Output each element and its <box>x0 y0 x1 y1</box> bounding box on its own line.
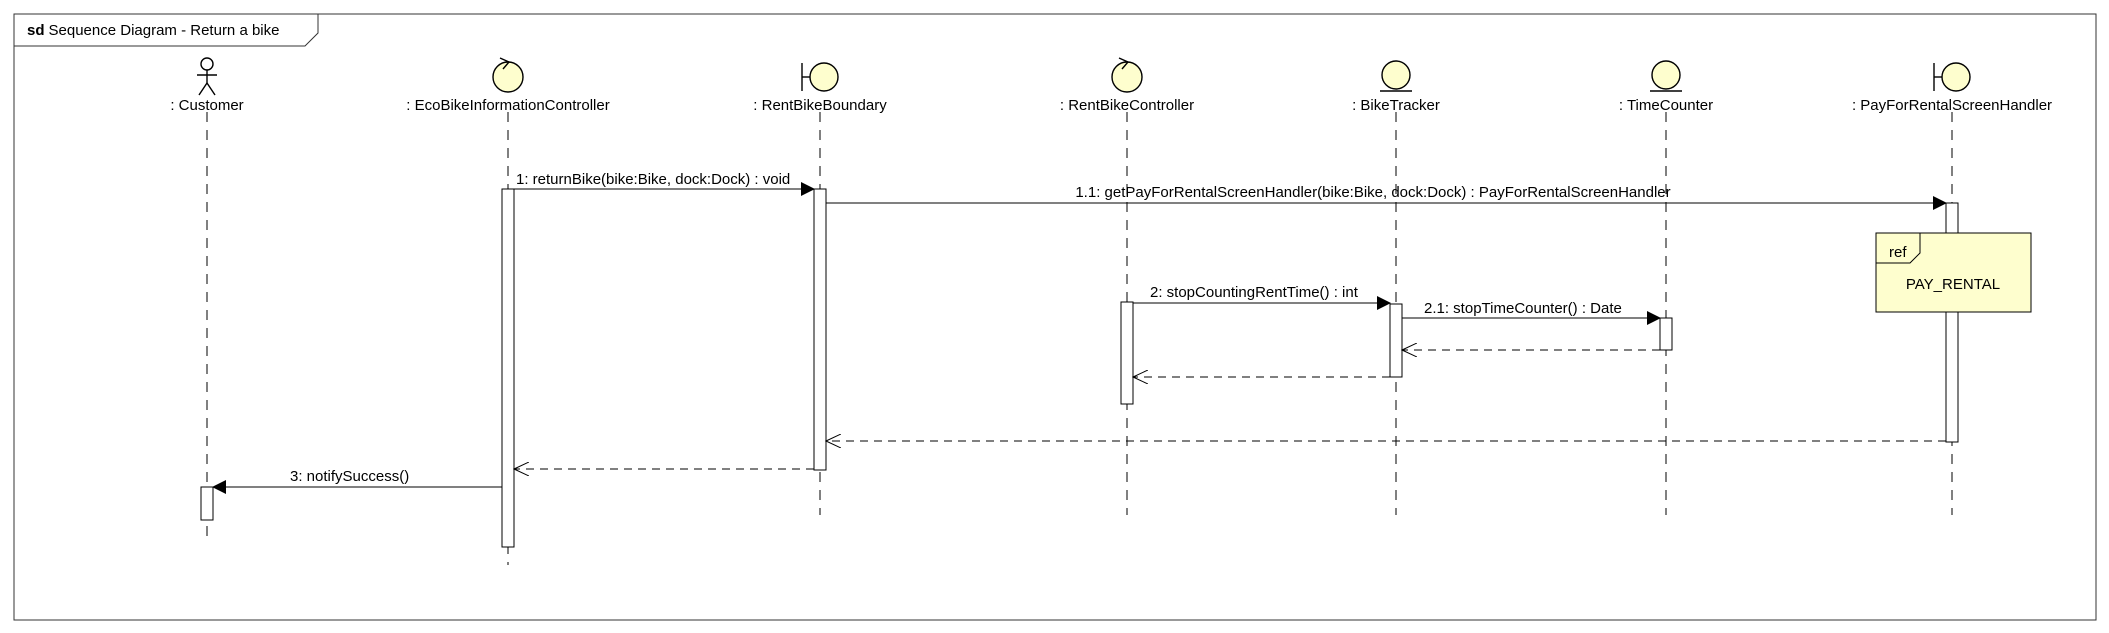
lifeline-label-rentcontroller: : RentBikeController <box>1060 97 1194 114</box>
entity-icon <box>1650 60 1682 92</box>
activation-timecounter <box>1659 317 1673 351</box>
entity-icon <box>1380 60 1412 92</box>
activation-ecobike <box>501 188 515 548</box>
message-label: 3: notifySuccess() <box>290 468 409 485</box>
lifeline-label-customer: : Customer <box>170 97 243 114</box>
activation-customer <box>200 486 214 521</box>
message-label: 2.1: stopTimeCounter() : Date <box>1424 300 1622 317</box>
boundary-icon <box>1933 62 1971 92</box>
message-2-1: 2.1: stopTimeCounter() : Date <box>1402 300 1661 325</box>
lifeline-label-timecounter: : TimeCounter <box>1619 97 1713 114</box>
actor-icon <box>197 57 217 96</box>
lifeline-label-biketracker: : BikeTracker <box>1352 97 1440 114</box>
lifeline-label-rentboundary: : RentBikeBoundary <box>753 97 887 114</box>
lifeline-label-ecobike: : EcoBikeInformationController <box>406 97 609 114</box>
control-icon <box>1111 57 1143 93</box>
message-1-1: 1.1: getPayForRentalScreenHandler(bike:B… <box>826 184 1947 210</box>
ref-tag: ref <box>1889 244 1907 261</box>
message-1: 1: returnBike(bike:Bike, dock:Dock) : vo… <box>514 171 815 196</box>
lifeline-labels: : Customer : EcoBikeInformationControlle… <box>170 97 2052 114</box>
message-3: 3: notifySuccess() <box>212 468 502 494</box>
message-2: 2: stopCountingRentTime() : int <box>1133 284 1391 310</box>
message-label: 2: stopCountingRentTime() : int <box>1150 284 1359 301</box>
ref-fragment: ref PAY_RENTAL <box>1875 232 2032 313</box>
activation-rentboundary <box>813 188 827 471</box>
activation-biketracker <box>1389 303 1403 378</box>
lifeline-label-payhandler: : PayForRentalScreenHandler <box>1852 97 2052 114</box>
control-icon <box>492 57 524 93</box>
boundary-icon <box>801 62 839 92</box>
messages: 1: returnBike(bike:Bike, dock:Dock) : vo… <box>212 171 1947 494</box>
activation-rentcontroller <box>1120 301 1134 405</box>
message-label: 1: returnBike(bike:Bike, dock:Dock) : vo… <box>516 171 790 188</box>
ref-name: PAY_RENTAL <box>1906 276 2000 293</box>
message-label: 1.1: getPayForRentalScreenHandler(bike:B… <box>1075 184 1670 201</box>
